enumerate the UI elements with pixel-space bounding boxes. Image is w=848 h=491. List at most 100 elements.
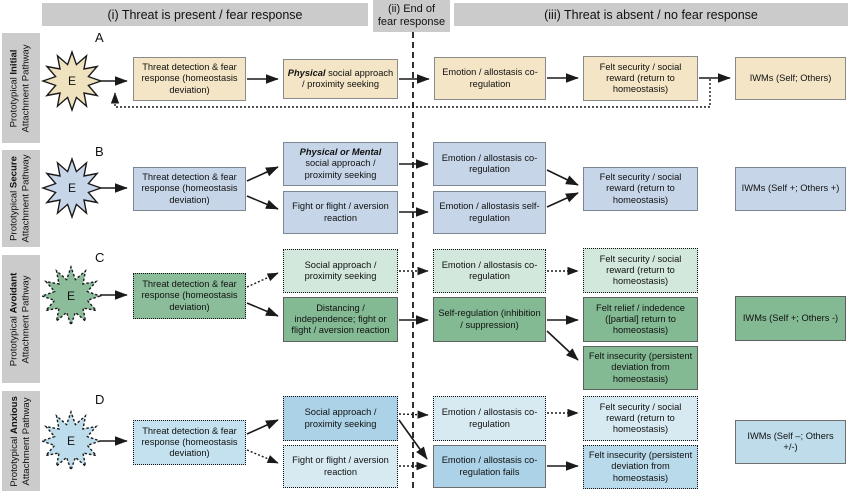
sidebar-text: Prototypical [8,74,20,127]
box-text-emphasis: Physical [287,67,326,78]
arrow-solid [246,302,279,317]
box-felt-security: Felt security / social reward (return to… [583,396,698,441]
box-social-approach: Social approach / proximity seeking [283,396,398,441]
arrow-dotted [246,449,279,464]
event-label: E [68,181,76,195]
header-threat-present: (i) Threat is present / fear response [42,3,368,26]
event-starburst-icon: E [40,156,104,220]
event-label: E [67,434,75,448]
box-text: Felt security / social reward (return to… [599,172,682,205]
box-emotion-coregulation: Emotion / allostasis co-regulation [433,249,546,293]
box-threat-detection: Threat detection & fear response (homeos… [133,167,246,211]
box-iwms: IWMs (Self +; Others +) [735,167,846,211]
box-text: Emotion / allostasis co-regulation [441,259,538,281]
arrow-solid [246,419,279,435]
box-text: Felt security / social reward (return to… [599,401,682,435]
row-d-arrows [100,408,579,471]
box-felt-security: Felt security / social reward (return to… [583,56,698,101]
box-text: Emotion / allostasis co-regulation fails [441,455,538,477]
box-text: IWMs (Self +; Others +) [741,183,840,194]
box-distancing-independence: Distancing / independence; fight or flig… [283,297,398,342]
row-c-arrows [100,266,579,361]
box-text: Felt security / social reward (return to… [599,253,682,287]
sidebar-text: Prototypical [8,312,20,366]
box-felt-security: Felt security / social reward (return to… [583,248,698,293]
box-felt-insecurity: Felt insecurity (persistent deviation fr… [583,346,698,390]
box-text: Self-regulation (inhibition / suppressio… [438,308,541,330]
arrow-dotted [246,272,279,288]
event-starburst-icon: E [39,409,103,473]
box-social-approach: Social approach / proximity seeking [283,249,398,293]
box-text: Distancing / independence; fight or flig… [291,302,390,336]
box-felt-security: Felt security / social reward (return to… [583,167,698,211]
row-a-arrows [101,73,731,108]
box-fight-or-flight: Fight or flight / aversion reaction [283,445,398,488]
box-text: Physical social approach / proximity see… [287,68,394,90]
box-iwms: IWMs (Self +; Others -) [735,296,846,341]
box-text: Fight or flight / aversion reaction [292,201,389,223]
box-physical-approach: Physical social approach / proximity see… [283,59,398,99]
sidebar-text: Attachment Pathway [21,154,32,243]
row-letter-a: A [95,30,104,45]
sidebar-text: Attachment Pathway [21,275,33,364]
box-text: Emotion / allostasis self-regulation [439,201,540,223]
sidebar-text-bold: Initial [8,49,20,75]
box-text: Threat detection & fear response (homeos… [141,172,238,205]
header-end-of-fear: (ii) End of fear response [373,0,450,32]
box-text: Emotion / allostasis co-regulation [442,67,538,89]
header-end-of-fear-line1: (ii) End of [387,2,436,15]
box-physical-mental-approach: Physical or Mental social approach / pro… [283,142,398,186]
arrow-solid [546,169,579,186]
box-felt-insecurity: Felt insecurity (persistent deviation fr… [583,445,698,489]
box-threat-detection: Threat detection & fear response (homeos… [133,420,246,465]
box-text: Fight or flight / aversion reaction [292,455,389,477]
box-threat-detection: Threat detection & fear response (homeos… [133,273,246,319]
box-text: IWMs (Self –; Others +/-) [747,430,834,452]
box-text: Threat detection & fear response (homeos… [141,62,238,95]
sidebar-text-bold: Secure [8,156,20,189]
sidebar-text: Attachment Pathway [21,44,32,132]
box-felt-relief: Felt relief / indedence ([partial] retur… [583,297,698,342]
box-iwms: IWMs (Self; Others) [735,57,846,100]
sidebar-text: Prototypical [8,188,20,241]
box-text: Physical or Mental social approach / pro… [287,147,394,180]
arrow-dotted-feedback [110,79,711,108]
row-letter-c: C [95,250,105,265]
event-starburst-icon: E [39,264,103,328]
arrow-dotted [398,410,429,419]
event-label: E [67,289,75,303]
sidebar-text: Attachment Pathway [21,397,32,485]
box-text: Threat detection & fear response (homeos… [141,279,238,312]
arrow-solid [246,166,279,182]
box-emotion-selfregulation: Emotion / allostasis self-regulation [433,191,546,234]
box-coregulation-fails: Emotion / allostasis co-regulation fails [433,445,546,488]
arrow-solid [398,419,428,460]
box-text: Felt relief / indedence ([partial] retur… [596,302,685,336]
box-text-rest: social approach / proximity seeking [302,67,394,89]
box-iwms: IWMs (Self –; Others +/-) [735,420,846,464]
box-threat-detection: Threat detection & fear response (homeos… [133,57,246,101]
event-label: E [68,74,76,88]
box-text: Emotion / allostasis co-regulation [441,152,538,174]
box-self-regulation: Self-regulation (inhibition / suppressio… [433,297,546,342]
row-letter-b: B [95,144,104,159]
arrow-solid [546,330,579,361]
header-threat-absent: (iii) Threat is absent / no fear respons… [454,3,848,26]
box-text: IWMs (Self +; Others -) [742,312,839,323]
sidebar-text-bold: Avoidant [8,272,20,313]
box-text: Social approach / proximity seeking [304,259,377,281]
box-text: Threat detection & fear response (homeos… [141,425,238,459]
header-threat-absent-label: (iii) Threat is absent / no fear respons… [544,7,758,22]
box-text: Felt security / social reward (return to… [599,61,682,95]
row-b-arrows [101,159,579,217]
box-text-emphasis: Physical or Mental [299,147,382,158]
arrow-solid [546,192,579,208]
box-fight-or-flight: Fight or flight / aversion reaction [283,191,398,234]
box-emotion-coregulation: Emotion / allostasis co-regulation [433,396,546,441]
